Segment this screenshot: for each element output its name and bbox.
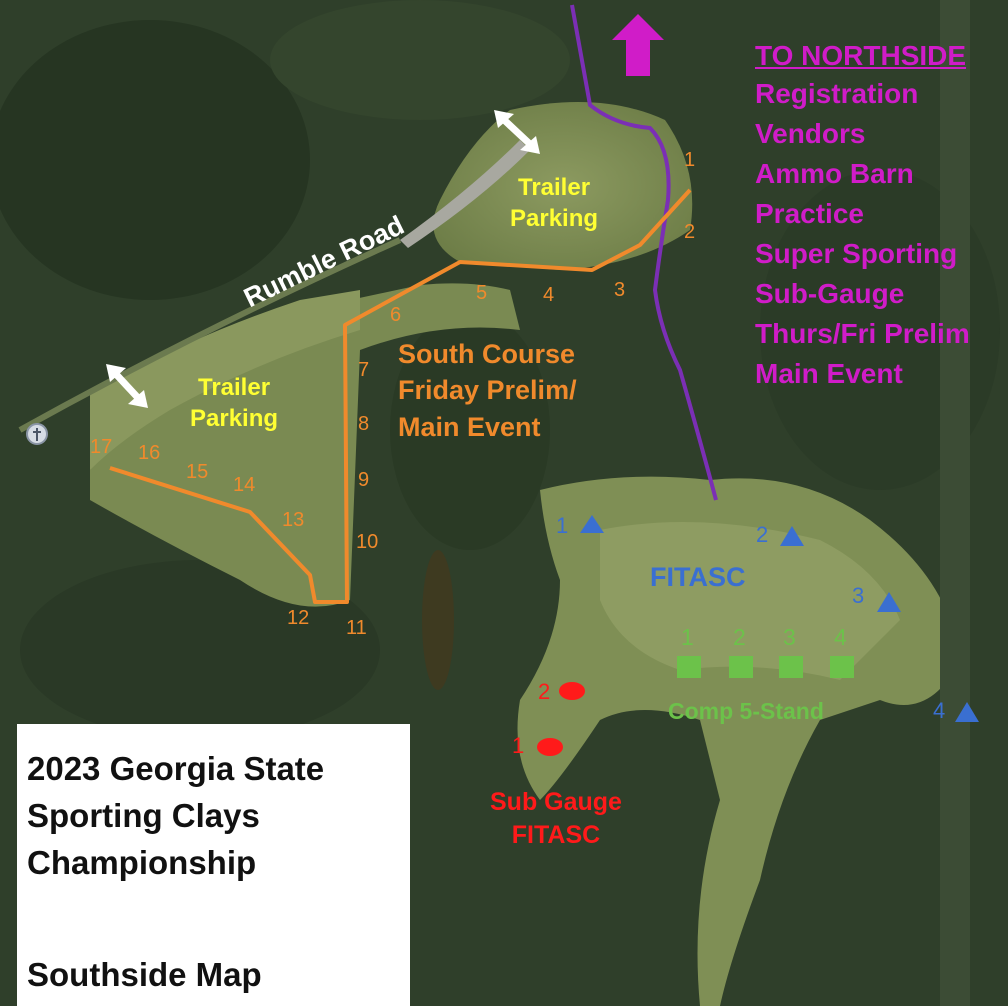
trailer-parking-line1: Trailer: [517, 174, 591, 201]
trailer-parking-label: Trailer Parking: [510, 172, 598, 234]
fitasc-station-number: 2: [756, 522, 769, 547]
northside-list: TO NORTHSIDE Registration Vendors Ammo B…: [755, 42, 970, 388]
triangle-icon: [955, 702, 979, 722]
station-number: 1: [684, 149, 696, 171]
station-number: 5: [476, 282, 488, 304]
northside-item: Main Event: [755, 358, 903, 389]
northside-header: TO NORTHSIDE: [755, 40, 967, 71]
station-number: 10: [356, 531, 379, 553]
trailer-parking-label: Trailer Parking: [190, 372, 278, 434]
ellipse-icon: [537, 738, 563, 756]
northside-item: Ammo Barn: [755, 158, 914, 189]
northside-item: Registration: [755, 78, 919, 109]
triangle-icon: [780, 526, 804, 546]
square-icon: [729, 656, 753, 678]
station-number: 9: [358, 469, 370, 491]
map-title: 2023 Georgia State Sporting Clays Champi…: [27, 746, 324, 887]
comp5-station-number: 2: [733, 624, 746, 650]
station-number: 4: [543, 284, 555, 306]
comp5-station-number: 4: [834, 624, 847, 650]
square-icon: [779, 656, 803, 678]
station-number: 2: [684, 221, 696, 243]
double-arrow-icon: [494, 110, 540, 154]
northside-item: Sub-Gauge: [755, 278, 905, 309]
south-course-line: [109, 188, 692, 604]
title-line: Sporting Clays: [27, 796, 260, 834]
trailer-parking-line2: Parking: [510, 205, 599, 233]
ellipse-icon: [559, 682, 585, 700]
comp5-station-number: 1: [681, 624, 694, 650]
northside-item: Practice: [755, 198, 864, 229]
south-course-label: South Course Friday Prelim/ Main Event: [398, 336, 577, 445]
church-pin-icon: [26, 423, 48, 445]
fitasc-station-number: 1: [556, 513, 569, 538]
south-course-line2: Friday Prelim/: [398, 375, 577, 406]
triangle-icon: [580, 515, 604, 533]
subgauge-station-number: 1: [512, 733, 525, 758]
station-number: 3: [614, 279, 626, 301]
subgauge-label: Sub Gauge FITASC: [490, 786, 622, 851]
south-course-line3: Main Event: [398, 411, 541, 442]
up-arrow-icon: [612, 14, 664, 76]
station-number: 17: [90, 436, 113, 458]
title-line: Championship: [27, 843, 257, 881]
square-icon: [677, 656, 701, 678]
square-icon: [830, 656, 854, 678]
station-number: 11: [346, 617, 367, 639]
station-number: 6: [390, 304, 402, 326]
fitasc-station-number: 4: [933, 698, 946, 723]
station-number: 13: [282, 509, 305, 531]
station-number: 15: [186, 461, 209, 483]
subgauge-station-number: 2: [538, 679, 551, 704]
subgauge-line2: FITASC: [511, 820, 601, 849]
northside-item: Vendors: [755, 118, 866, 149]
fitasc-station-number: 3: [852, 583, 865, 608]
station-number: 7: [358, 359, 370, 381]
northside-path: [570, 4, 718, 501]
map-subtitle: Southside Map: [27, 956, 262, 993]
fitasc-label: FITASC: [650, 562, 746, 592]
station-number: 14: [233, 474, 256, 496]
title-line: 2023 Georgia State: [27, 750, 325, 787]
station-number: 12: [287, 607, 310, 629]
double-arrow-icon: [106, 364, 148, 408]
title-box: 2023 Georgia State Sporting Clays Champi…: [17, 724, 410, 1006]
northside-item: Super Sporting: [755, 238, 958, 269]
south-course-line1: South Course: [398, 339, 576, 369]
trailer-parking-line2: Parking: [190, 405, 279, 433]
station-number: 8: [358, 413, 370, 435]
triangle-icon: [877, 592, 901, 612]
trailer-parking-line1: Trailer: [197, 374, 271, 401]
northside-item: Thurs/Fri Prelim: [755, 318, 970, 349]
comp5-label: Comp 5-Stand: [668, 698, 824, 724]
station-number: 16: [138, 442, 161, 464]
subgauge-line1: Sub Gauge: [490, 788, 622, 816]
comp5-station-number: 3: [783, 624, 796, 650]
